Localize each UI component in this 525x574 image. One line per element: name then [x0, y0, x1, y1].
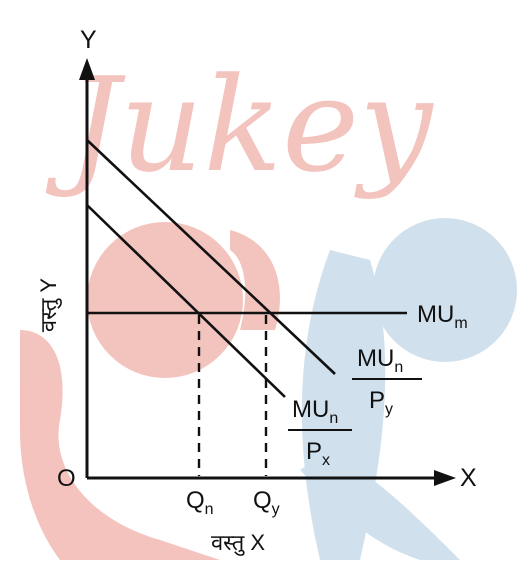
qn-label-base: Q [186, 487, 205, 514]
y-axis-title: वस्तु Y [36, 278, 62, 332]
y-axis-arrow-icon [79, 58, 95, 80]
qn-label-sub: n [205, 501, 214, 518]
inner-num-base: MU [292, 396, 329, 423]
mum-label-base: MU [417, 301, 454, 328]
inner-mu-line [86, 204, 286, 398]
qy-label-sub: y [272, 501, 280, 518]
outer-line-label: MUn Py [352, 345, 422, 418]
outer-num-base: MU [357, 345, 394, 372]
y-axis-letter: Y [80, 26, 97, 54]
axes [79, 58, 456, 486]
outer-mu-line [86, 139, 336, 375]
mum-label-sub: m [454, 315, 467, 332]
qy-label: Qy [253, 487, 280, 518]
qy-label-base: Q [253, 487, 272, 514]
qn-label: Qn [186, 487, 214, 518]
inner-den-sub: x [322, 452, 330, 469]
svg-text:MUn: MUn [292, 396, 338, 427]
inner-num-sub: n [329, 410, 338, 427]
svg-text:Py: Py [369, 387, 393, 418]
mum-label: MUm [417, 301, 468, 332]
watermark-logo: Jukey [20, 49, 517, 560]
outer-den-sub: y [385, 401, 393, 418]
x-axis-letter: X [460, 464, 477, 492]
inner-line-label: MUn Px [288, 396, 352, 469]
x-axis-arrow-icon [434, 470, 456, 486]
origin-label: O [57, 465, 76, 492]
x-axis-title: वस्तु X [211, 530, 265, 556]
outer-num-sub: n [394, 359, 403, 376]
svg-text:Px: Px [306, 438, 330, 469]
inner-den-base: P [306, 438, 322, 465]
outer-den-base: P [369, 387, 385, 414]
watermark-text: Jukey [46, 49, 435, 201]
svg-text:MUn: MUn [357, 345, 403, 376]
